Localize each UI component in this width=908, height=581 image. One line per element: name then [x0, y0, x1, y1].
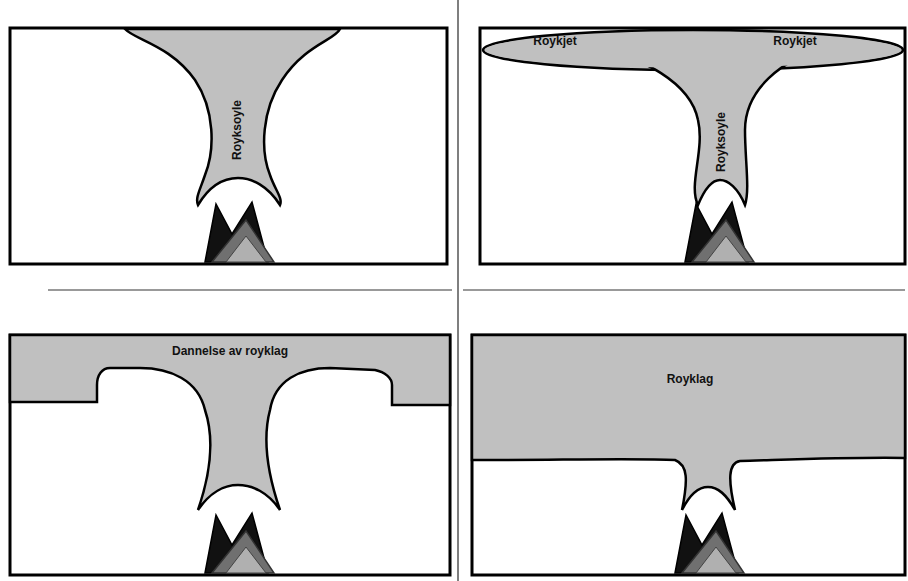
- smoke-label: Royksoyle: [231, 100, 244, 160]
- room-outline: [472, 335, 905, 575]
- room-outline: [10, 335, 450, 575]
- smoke-label: Roykjet: [773, 35, 816, 48]
- room-outline: [480, 28, 905, 264]
- smoke-label: Royklag: [667, 373, 714, 386]
- fire-symbol: [685, 202, 754, 262]
- smoke-plume: [600, 45, 830, 205]
- divider-line: [48, 289, 452, 291]
- smoke-label: Dannelse av royklag: [172, 345, 288, 358]
- smoke-plume: [125, 29, 340, 205]
- room-outline: [10, 28, 447, 264]
- divider-line: [463, 289, 905, 291]
- ceiling-jet: [483, 30, 903, 70]
- fire-symbol: [675, 513, 744, 573]
- fire-symbol: [205, 513, 274, 573]
- divider-line: [457, 0, 459, 581]
- ceiling-jet-fill: [486, 33, 900, 68]
- smoke-layer: [472, 335, 905, 510]
- smoke-label: Roykjet: [533, 35, 576, 48]
- fire-symbol: [205, 202, 274, 262]
- smoke-layer: [10, 335, 450, 510]
- smoke-label: Royksoyle: [715, 112, 728, 172]
